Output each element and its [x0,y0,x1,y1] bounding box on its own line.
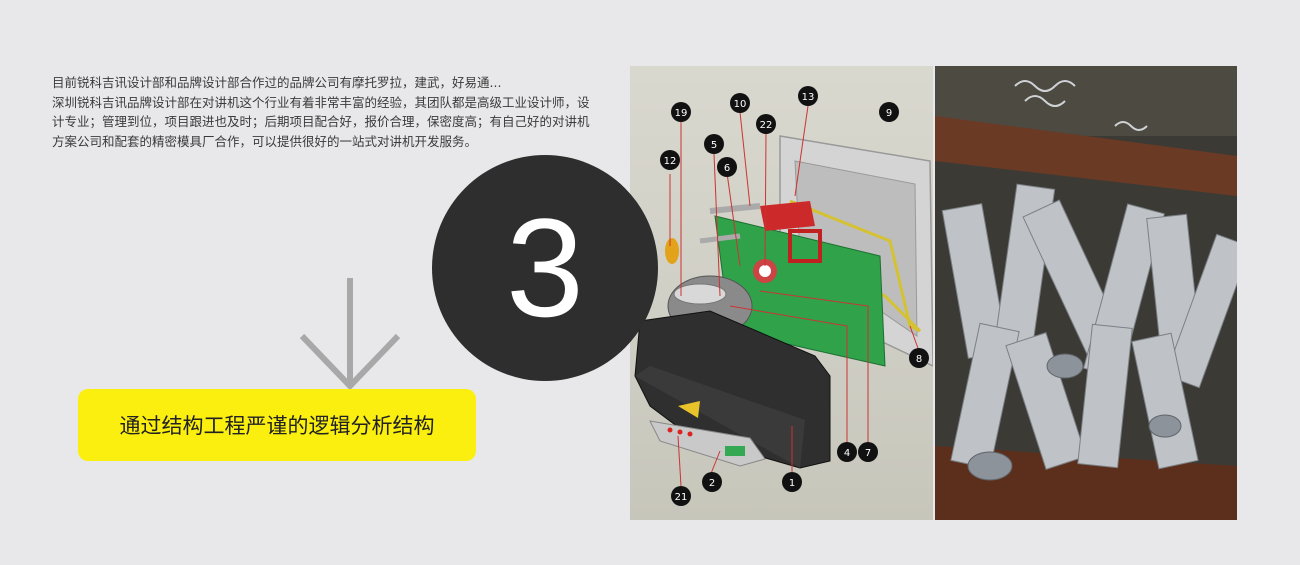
svg-text:13: 13 [802,92,815,103]
step-number-badge: 3 [432,155,658,381]
callout-12: 12 [660,150,680,170]
callout-9: 9 [879,102,899,122]
callout-badges: 19 10 13 9 22 12 5 6 8 4 7 1 2 21 [660,86,929,506]
intro-line-brands: 目前锐科吉讯设计部和品牌设计部合作过的品牌公司有摩托罗拉，建武，好易通... [52,75,502,90]
svg-text:4: 4 [844,448,850,459]
callout-22: 22 [756,114,776,134]
svg-text:21: 21 [675,492,688,503]
svg-text:22: 22 [760,120,773,131]
callout-21: 21 [671,486,691,506]
callout-8: 8 [909,348,929,368]
svg-text:12: 12 [664,156,677,167]
highlight-label: 通过结构工程严谨的逻辑分析结构 [78,389,476,461]
svg-text:1: 1 [789,478,795,489]
callout-1: 1 [782,472,802,492]
aluminum-parts-photo [935,66,1237,520]
callout-6: 6 [717,157,737,177]
callout-7: 7 [858,442,878,462]
svg-text:7: 7 [865,448,871,459]
svg-text:8: 8 [916,354,922,365]
callout-5: 5 [704,134,724,154]
highlight-label-text: 通过结构工程严谨的逻辑分析结构 [119,414,435,438]
svg-text:6: 6 [724,163,730,174]
svg-text:5: 5 [711,140,717,151]
callout-10: 10 [730,93,750,113]
down-arrow-icon [299,278,401,390]
step-number: 3 [506,189,584,346]
svg-text:9: 9 [886,108,892,119]
svg-text:2: 2 [709,478,715,489]
intro-text: 目前锐科吉讯设计部和品牌设计部合作过的品牌公司有摩托罗拉，建武，好易通... 深… [52,73,592,151]
callout-2: 2 [702,472,722,492]
callout-19: 19 [671,102,691,122]
callout-13: 13 [798,86,818,106]
svg-text:10: 10 [734,99,747,110]
svg-text:19: 19 [675,108,688,119]
callout-4: 4 [837,442,857,462]
intro-line-experience: 深圳锐科吉讯品牌设计部在对讲机这个行业有着非常丰富的经验，其团队都是高级工业设计… [52,94,590,149]
exploded-view-image: 19 10 13 9 22 12 5 6 8 4 7 1 2 21 [630,66,933,520]
